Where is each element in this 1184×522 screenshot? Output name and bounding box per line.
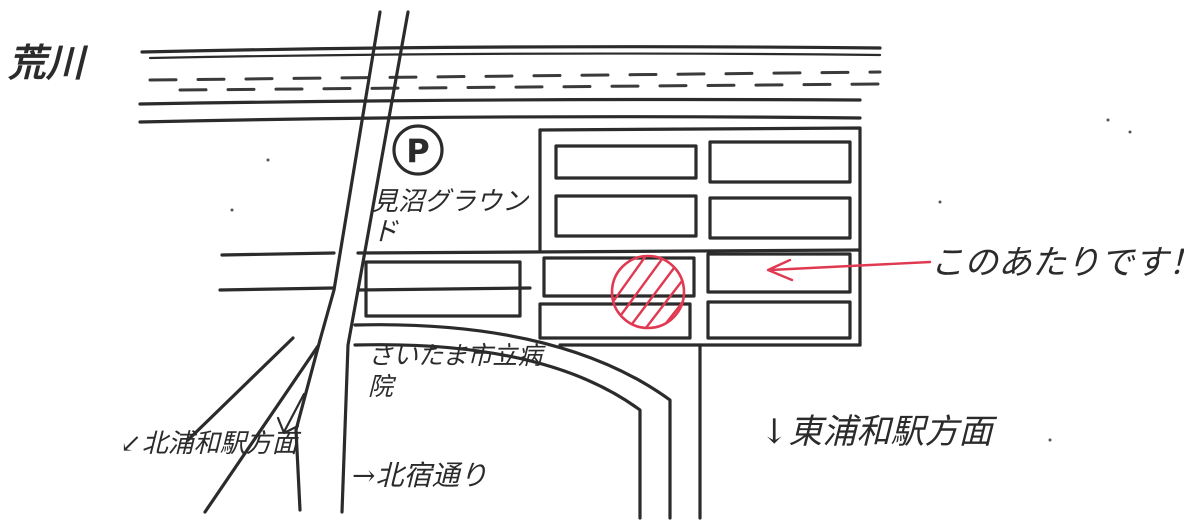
location-marker-icon bbox=[610, 254, 686, 330]
south-road bbox=[353, 323, 862, 520]
river bbox=[138, 45, 882, 124]
cross-road bbox=[218, 248, 862, 292]
residential-blocks bbox=[364, 126, 862, 347]
river-label: 荒川 bbox=[8, 40, 85, 85]
ground-label: 見沼グラウンド bbox=[372, 187, 529, 247]
arrow-down-icon bbox=[276, 392, 306, 435]
hospital-label: さいたま市立病院 bbox=[368, 341, 543, 402]
parking-symbol: P bbox=[406, 132, 429, 170]
scan-dots bbox=[230, 118, 1132, 442]
kita-urawa-direction-label: ↙北浦和駅方面 bbox=[120, 429, 298, 459]
parking-icon: P bbox=[392, 124, 444, 176]
main-road bbox=[186, 10, 410, 514]
arrow-left-icon bbox=[766, 258, 932, 282]
kitajuku-street-label: →北宿通り bbox=[352, 459, 488, 492]
higashi-urawa-direction-label: ↓東浦和駅方面 bbox=[760, 412, 993, 452]
here-callout-label: このあたりです！ bbox=[930, 243, 1184, 283]
